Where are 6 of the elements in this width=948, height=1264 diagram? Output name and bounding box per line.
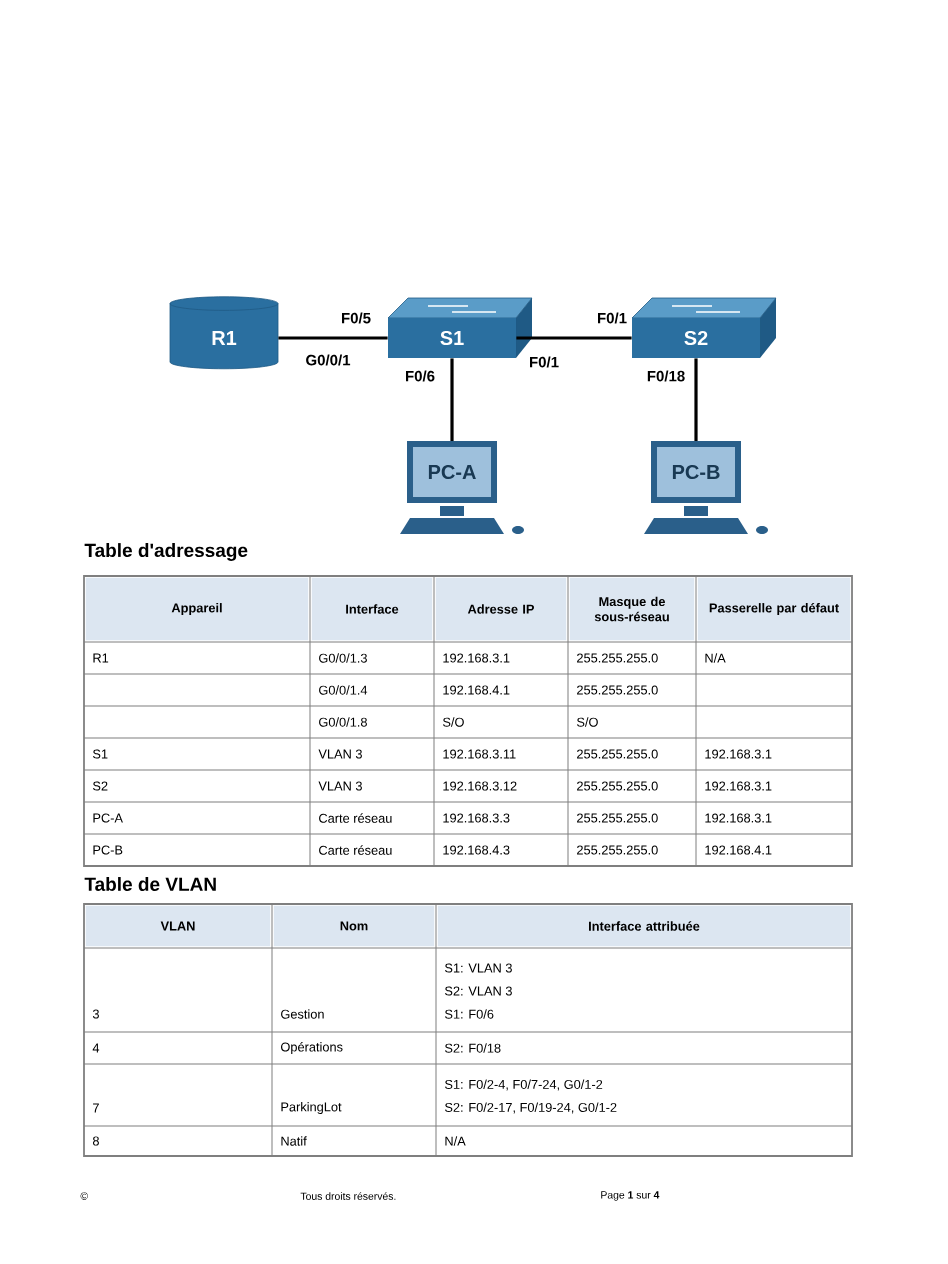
cable-line <box>516 336 632 340</box>
cable-line <box>278 336 388 340</box>
table-title: Table d'adressage <box>84 543 248 561</box>
cable-line <box>694 358 698 441</box>
table-title: Table de VLAN <box>84 877 216 891</box>
cable-line <box>450 358 454 441</box>
